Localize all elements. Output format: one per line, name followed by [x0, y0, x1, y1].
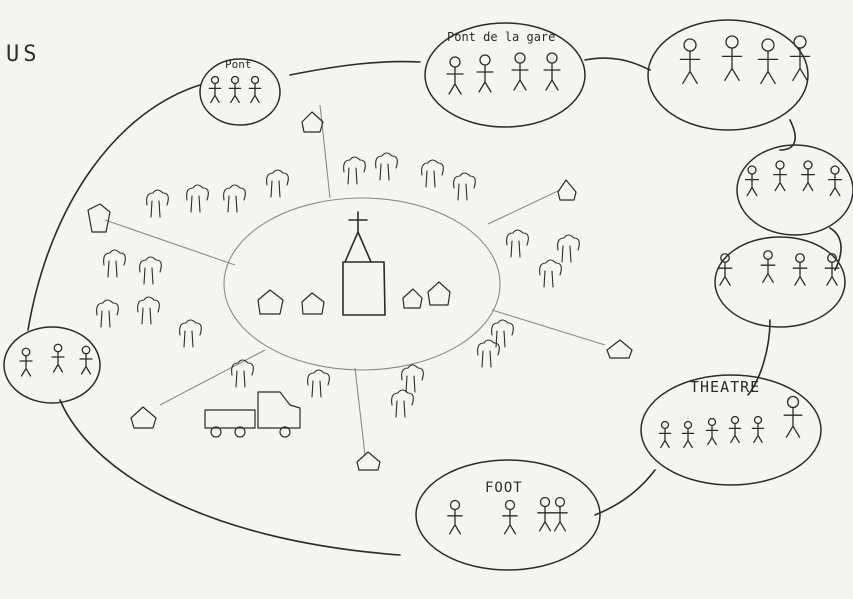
stick-figure — [792, 253, 808, 286]
stick-figure — [783, 395, 803, 438]
village-houses — [257, 281, 451, 315]
bubble-label-foot: FOOT — [485, 480, 523, 496]
stick-figure — [208, 75, 222, 104]
tree-scribble — [421, 159, 444, 188]
tree-scribble — [491, 319, 514, 348]
tree-scribble — [307, 369, 330, 398]
stick-figure — [789, 35, 811, 82]
bubble-label-theatre: THEATRE — [690, 378, 761, 396]
truck-drawing — [204, 391, 301, 438]
tree-scribble — [223, 184, 246, 213]
stick-figure — [537, 496, 553, 532]
stick-figure — [502, 499, 518, 535]
stick-figure — [800, 160, 816, 192]
tree-scribble — [103, 249, 126, 278]
church-drawing — [342, 211, 386, 316]
stick-figure — [772, 160, 788, 192]
bubble-label-pont-de-la-gare: Pont de la gare — [447, 30, 556, 44]
tree-scribble — [453, 172, 476, 201]
outer-loop-path — [27, 57, 842, 556]
bubble-right-lower — [714, 236, 846, 328]
stick-figure — [721, 35, 743, 82]
stick-figure — [827, 165, 843, 197]
stick-figure — [543, 52, 561, 91]
stick-figure — [681, 420, 695, 449]
tree-scribble — [539, 259, 562, 288]
stick-figure — [760, 250, 776, 283]
stick-figure — [228, 75, 242, 104]
stick-figure — [79, 345, 93, 375]
bubble-group — [3, 19, 853, 571]
stick-figure — [679, 38, 701, 85]
stick-figure — [19, 347, 33, 377]
stick-figure — [744, 165, 760, 197]
stick-figure — [717, 253, 733, 286]
stick-figure — [511, 52, 529, 91]
tree-scribble — [343, 156, 366, 185]
stick-figure — [248, 75, 262, 104]
corner-text: US — [6, 42, 41, 67]
stick-figure — [728, 415, 742, 444]
stick-figure — [447, 499, 463, 535]
bubble-pont — [199, 58, 281, 126]
stick-figure — [658, 420, 672, 449]
stick-figure — [751, 415, 765, 444]
stick-figure — [705, 417, 719, 446]
tree-scribble — [506, 229, 529, 258]
tree-scribble — [391, 389, 414, 418]
stick-figure — [476, 54, 494, 93]
tree-scribble — [186, 184, 209, 213]
bubble-right-upper — [736, 144, 853, 236]
tree-scribble — [477, 339, 500, 368]
outlying-houses — [87, 111, 633, 471]
bubble-theatre — [640, 374, 822, 486]
village-ellipse — [223, 197, 501, 371]
tree-scribble — [375, 152, 398, 181]
tree-scribble — [231, 359, 254, 388]
bubble-label-pont: Pont — [225, 58, 252, 71]
tree-scribble — [266, 169, 289, 198]
bubble-left — [3, 326, 101, 404]
stick-figure — [552, 496, 568, 532]
stick-figure — [757, 38, 779, 85]
bubble-pont-de-la-gare — [424, 22, 586, 128]
tree-scribble — [96, 299, 119, 328]
tree-group — [96, 152, 580, 418]
stick-figure — [824, 253, 840, 286]
tree-scribble — [146, 189, 169, 218]
tree-scribble — [139, 256, 162, 285]
tree-scribble — [179, 319, 202, 348]
stick-figure — [51, 343, 65, 373]
stick-figure — [446, 56, 464, 95]
tree-scribble — [557, 234, 580, 263]
tree-scribble — [137, 296, 160, 325]
bubble-top-right — [647, 19, 811, 131]
bubble-foot — [415, 459, 601, 571]
tree-scribble — [401, 364, 424, 393]
